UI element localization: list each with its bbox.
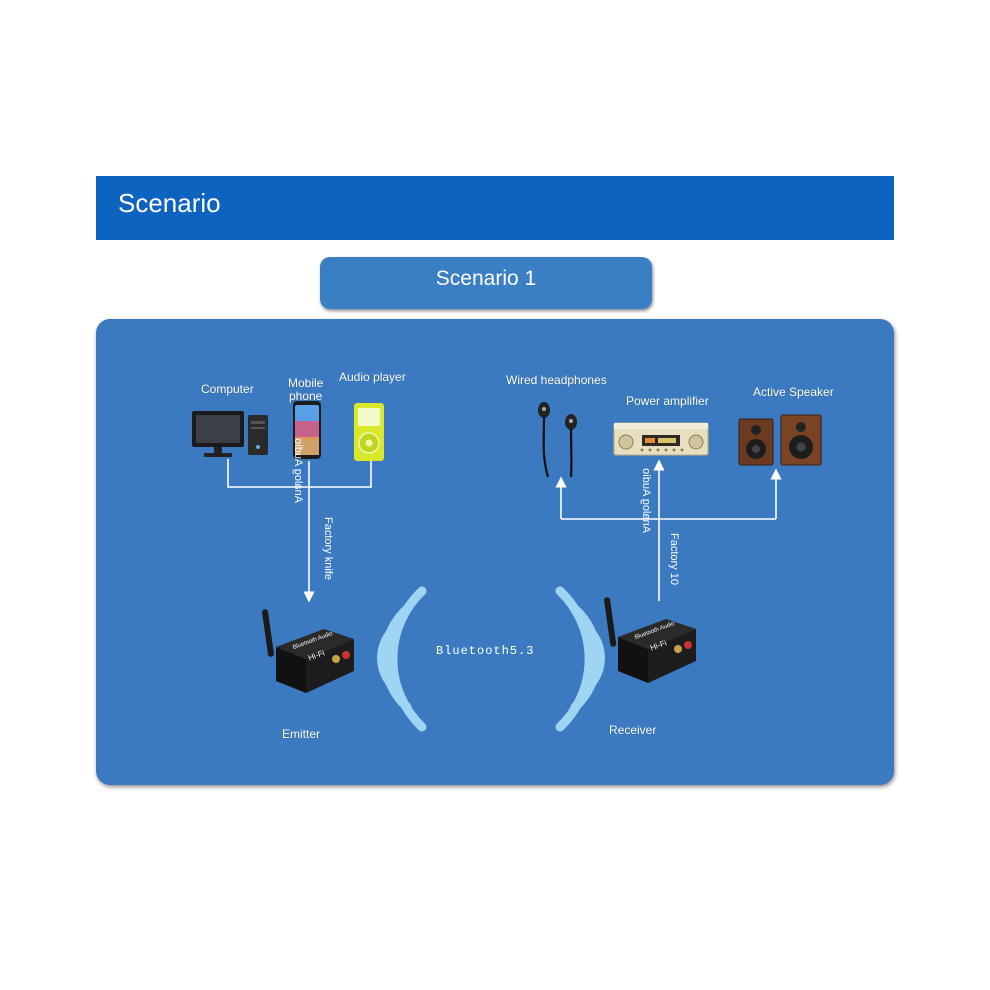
receiver-link-label-2: Factory 10 — [668, 533, 680, 585]
scenario-pill: Scenario 1 — [320, 257, 652, 309]
emitter-link-label-1: Analog Audio — [292, 438, 304, 503]
active-speaker-label: Active Speaker — [753, 385, 834, 399]
output-connectors — [555, 459, 782, 601]
emitter-device-icon — [262, 609, 354, 693]
receiver-link-label-1: Analog Audio — [640, 468, 652, 533]
power-amplifier-icon — [613, 422, 709, 456]
wired-headphones-icon — [538, 402, 577, 478]
receiver-label: Receiver — [609, 723, 657, 737]
computer-label: Computer — [201, 382, 254, 396]
header-banner: Scenario — [96, 176, 894, 240]
diagram-panel: Computer Mobile phone Audio player Wired… — [96, 319, 894, 785]
mobile-phone-icon — [293, 401, 321, 459]
receiver-waves-icon — [555, 586, 605, 732]
banner-title: Scenario — [118, 188, 221, 218]
power-amplifier-label: Power amplifier — [626, 394, 709, 408]
wired-headphones-label: Wired headphones — [506, 373, 607, 387]
mobile-phone-label: Mobile phone — [288, 376, 324, 403]
diagram-canvas — [192, 401, 822, 732]
bluetooth-label: Bluetooth5.3 — [436, 644, 535, 658]
audio-player-icon — [354, 403, 384, 461]
emitter-label: Emitter — [282, 727, 321, 741]
active-speaker-icon — [738, 414, 822, 466]
emitter-waves-icon — [377, 586, 427, 732]
computer-icon — [192, 411, 268, 457]
audio-player-label: Audio player — [339, 370, 406, 384]
emitter-link-label-2: Factory knife — [322, 517, 334, 580]
scenario-title: Scenario 1 — [435, 267, 537, 290]
receiver-device-icon — [604, 597, 696, 683]
source-connectors — [227, 459, 372, 603]
